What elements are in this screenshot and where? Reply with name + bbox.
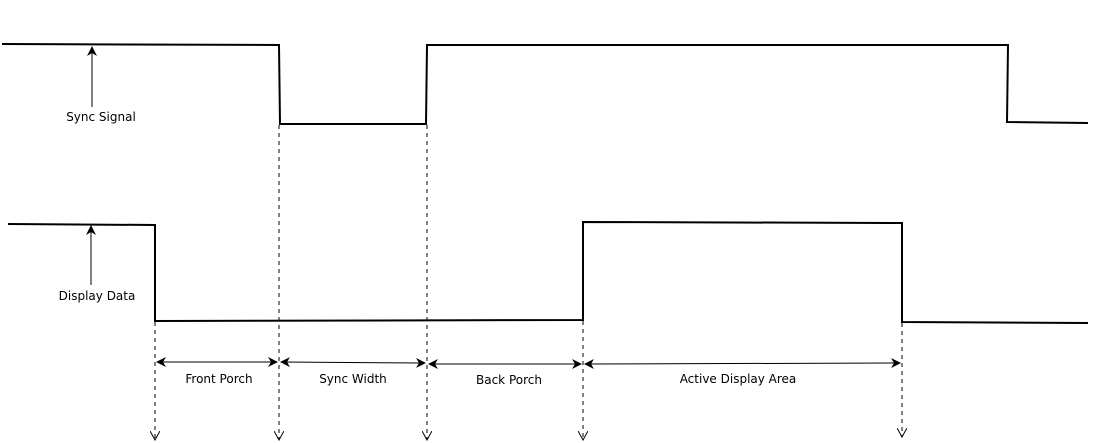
active-display-area-arrow [584,358,901,369]
active-display-area-label: Active Display Area [680,372,797,386]
front-porch-label: Front Porch [185,372,252,386]
sync-signal-waveform [1,43,1089,125]
sync-width-label: Sync Width [319,372,387,386]
back-porch-label: Back Porch [476,373,542,387]
sync-width-arrow [280,357,426,368]
sync-signal-label: Sync Signal [66,110,136,124]
display-data-label: Display Data [59,289,136,303]
display-data-waveform [7,220,1089,324]
